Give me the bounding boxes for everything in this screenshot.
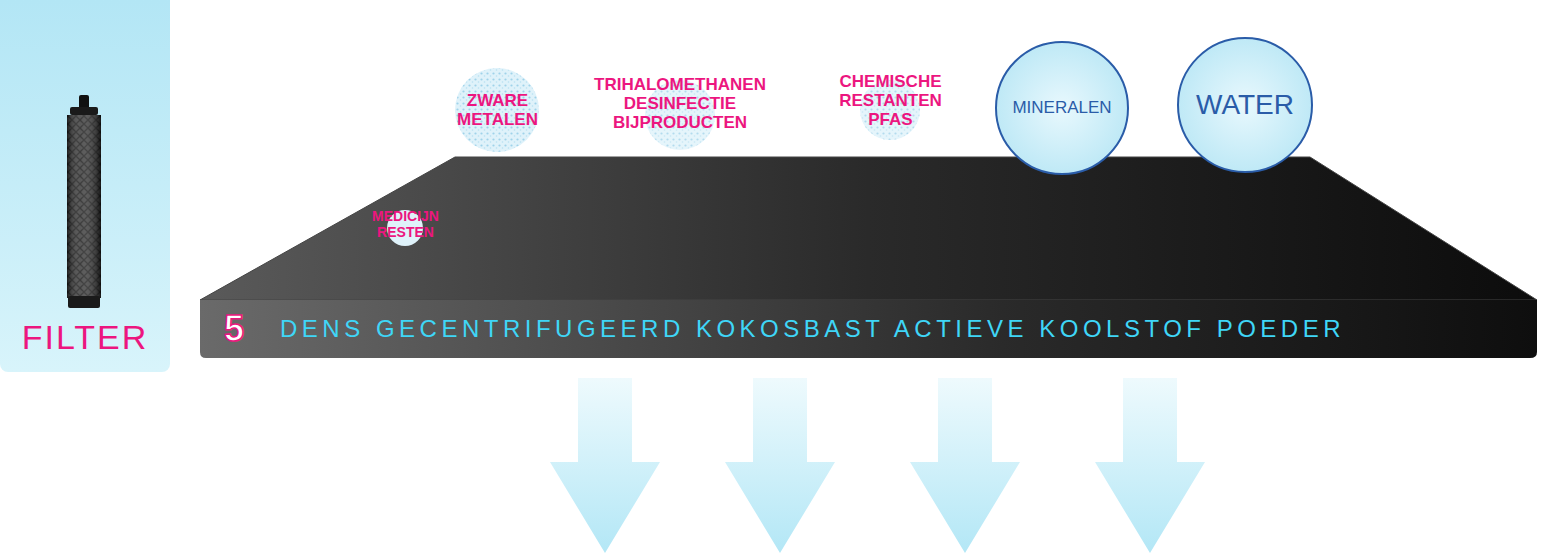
water-circle (1178, 38, 1312, 172)
particle-label: TRIHALOMETHANEN DESINFECTIE BIJPRODUCTEN (590, 73, 770, 134)
node-label: MINERALEN (1012, 98, 1111, 118)
particle-label: MEDICIJN RESTEN (368, 206, 443, 242)
particle-circle (455, 68, 539, 152)
node-label: MEDICIJN RESTEN (372, 208, 439, 240)
node-label: FILTER (0, 318, 170, 357)
node-label: ZWARE METALEN (457, 91, 538, 129)
node-label: TRIHALOMETHANEN DESINFECTIE BIJPRODUCTEN (594, 75, 766, 132)
particle-label: WATER (1192, 87, 1298, 123)
layer-name: DENS GECENTRIFUGEERD KOKOSBAST ACTIEVE K… (280, 315, 1345, 343)
layer-number: 5 (224, 308, 244, 350)
particle-label: ZWARE METALEN (453, 89, 542, 131)
carbon-slab-top (200, 157, 1537, 300)
node-label: CHEMISCHE RESTANTEN PFAS (839, 72, 942, 129)
particle-label: MINERALEN (1008, 96, 1116, 120)
mineral-circle (996, 42, 1128, 174)
flow-arrows (550, 378, 1205, 553)
particle-label: CHEMISCHE RESTANTEN PFAS (835, 70, 946, 131)
carbon-layer-band: 5 DENS GECENTRIFUGEERD KOKOSBAST ACTIEVE … (200, 300, 1537, 358)
filter-panel: FILTER (0, 0, 170, 372)
node-label: WATER (1196, 89, 1294, 121)
carbon-slab-front (200, 300, 1537, 358)
filter-cartridge (0, 0, 170, 372)
